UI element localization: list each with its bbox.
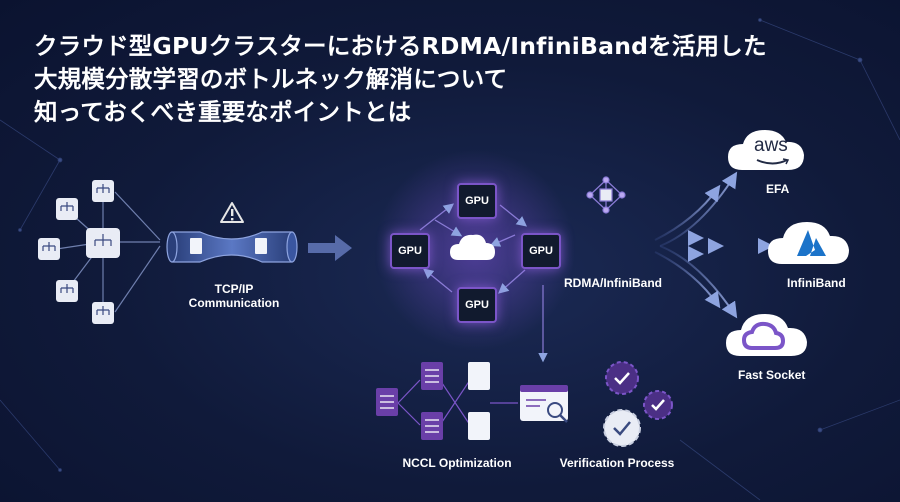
gear-check-icon — [603, 361, 673, 447]
gcp-cloud — [726, 314, 807, 356]
background-network — [0, 18, 900, 501]
network-tree-icon — [38, 180, 161, 324]
page-title: クラウド型GPUクラスターにおけるRDMA/InfiniBandを活用した 大規… — [34, 30, 794, 129]
title-line-3: 知っておくべき重要なポイントとは — [34, 98, 412, 126]
gpu-chip-left: GPU — [390, 233, 430, 269]
fast-socket-label: Fast Socket — [738, 368, 806, 382]
title-line-1: クラウド型GPUクラスターにおけるRDMA/InfiniBandを活用した — [34, 32, 767, 60]
document-icon — [376, 362, 518, 440]
gpu-chip-right: GPU — [521, 233, 561, 269]
communication-label: Communication — [188, 296, 280, 310]
efa-label: EFA — [766, 182, 790, 196]
pipe-icon — [166, 231, 298, 263]
cube-network-icon — [586, 176, 626, 214]
gpu-chip-bottom: GPU — [457, 287, 497, 323]
flow-arrow — [308, 235, 352, 261]
gcp-logo — [741, 321, 786, 350]
warning-icon — [220, 202, 244, 223]
nccl-label: NCCL Optimization — [402, 456, 512, 470]
azure-cloud — [768, 222, 849, 264]
gpu-cluster-links — [419, 203, 528, 294]
cloud-icon — [450, 234, 495, 260]
rdma-label: RDMA/InfiniBand — [564, 276, 662, 290]
tcp-label: TCP/IP — [214, 282, 254, 296]
gpu-chip-top: GPU — [457, 183, 497, 219]
azure-logo — [797, 230, 826, 256]
infiniband-provider-label: InfiniBand — [787, 276, 846, 290]
search-window-icon — [520, 385, 568, 423]
aws-logo: aws — [754, 135, 788, 156]
aws-smile-icon — [756, 158, 790, 165]
title-line-2: 大規模分散学習のボトルネック解消について — [34, 65, 508, 93]
rdma-flow — [570, 171, 774, 319]
verification-label: Verification Process — [559, 456, 675, 470]
